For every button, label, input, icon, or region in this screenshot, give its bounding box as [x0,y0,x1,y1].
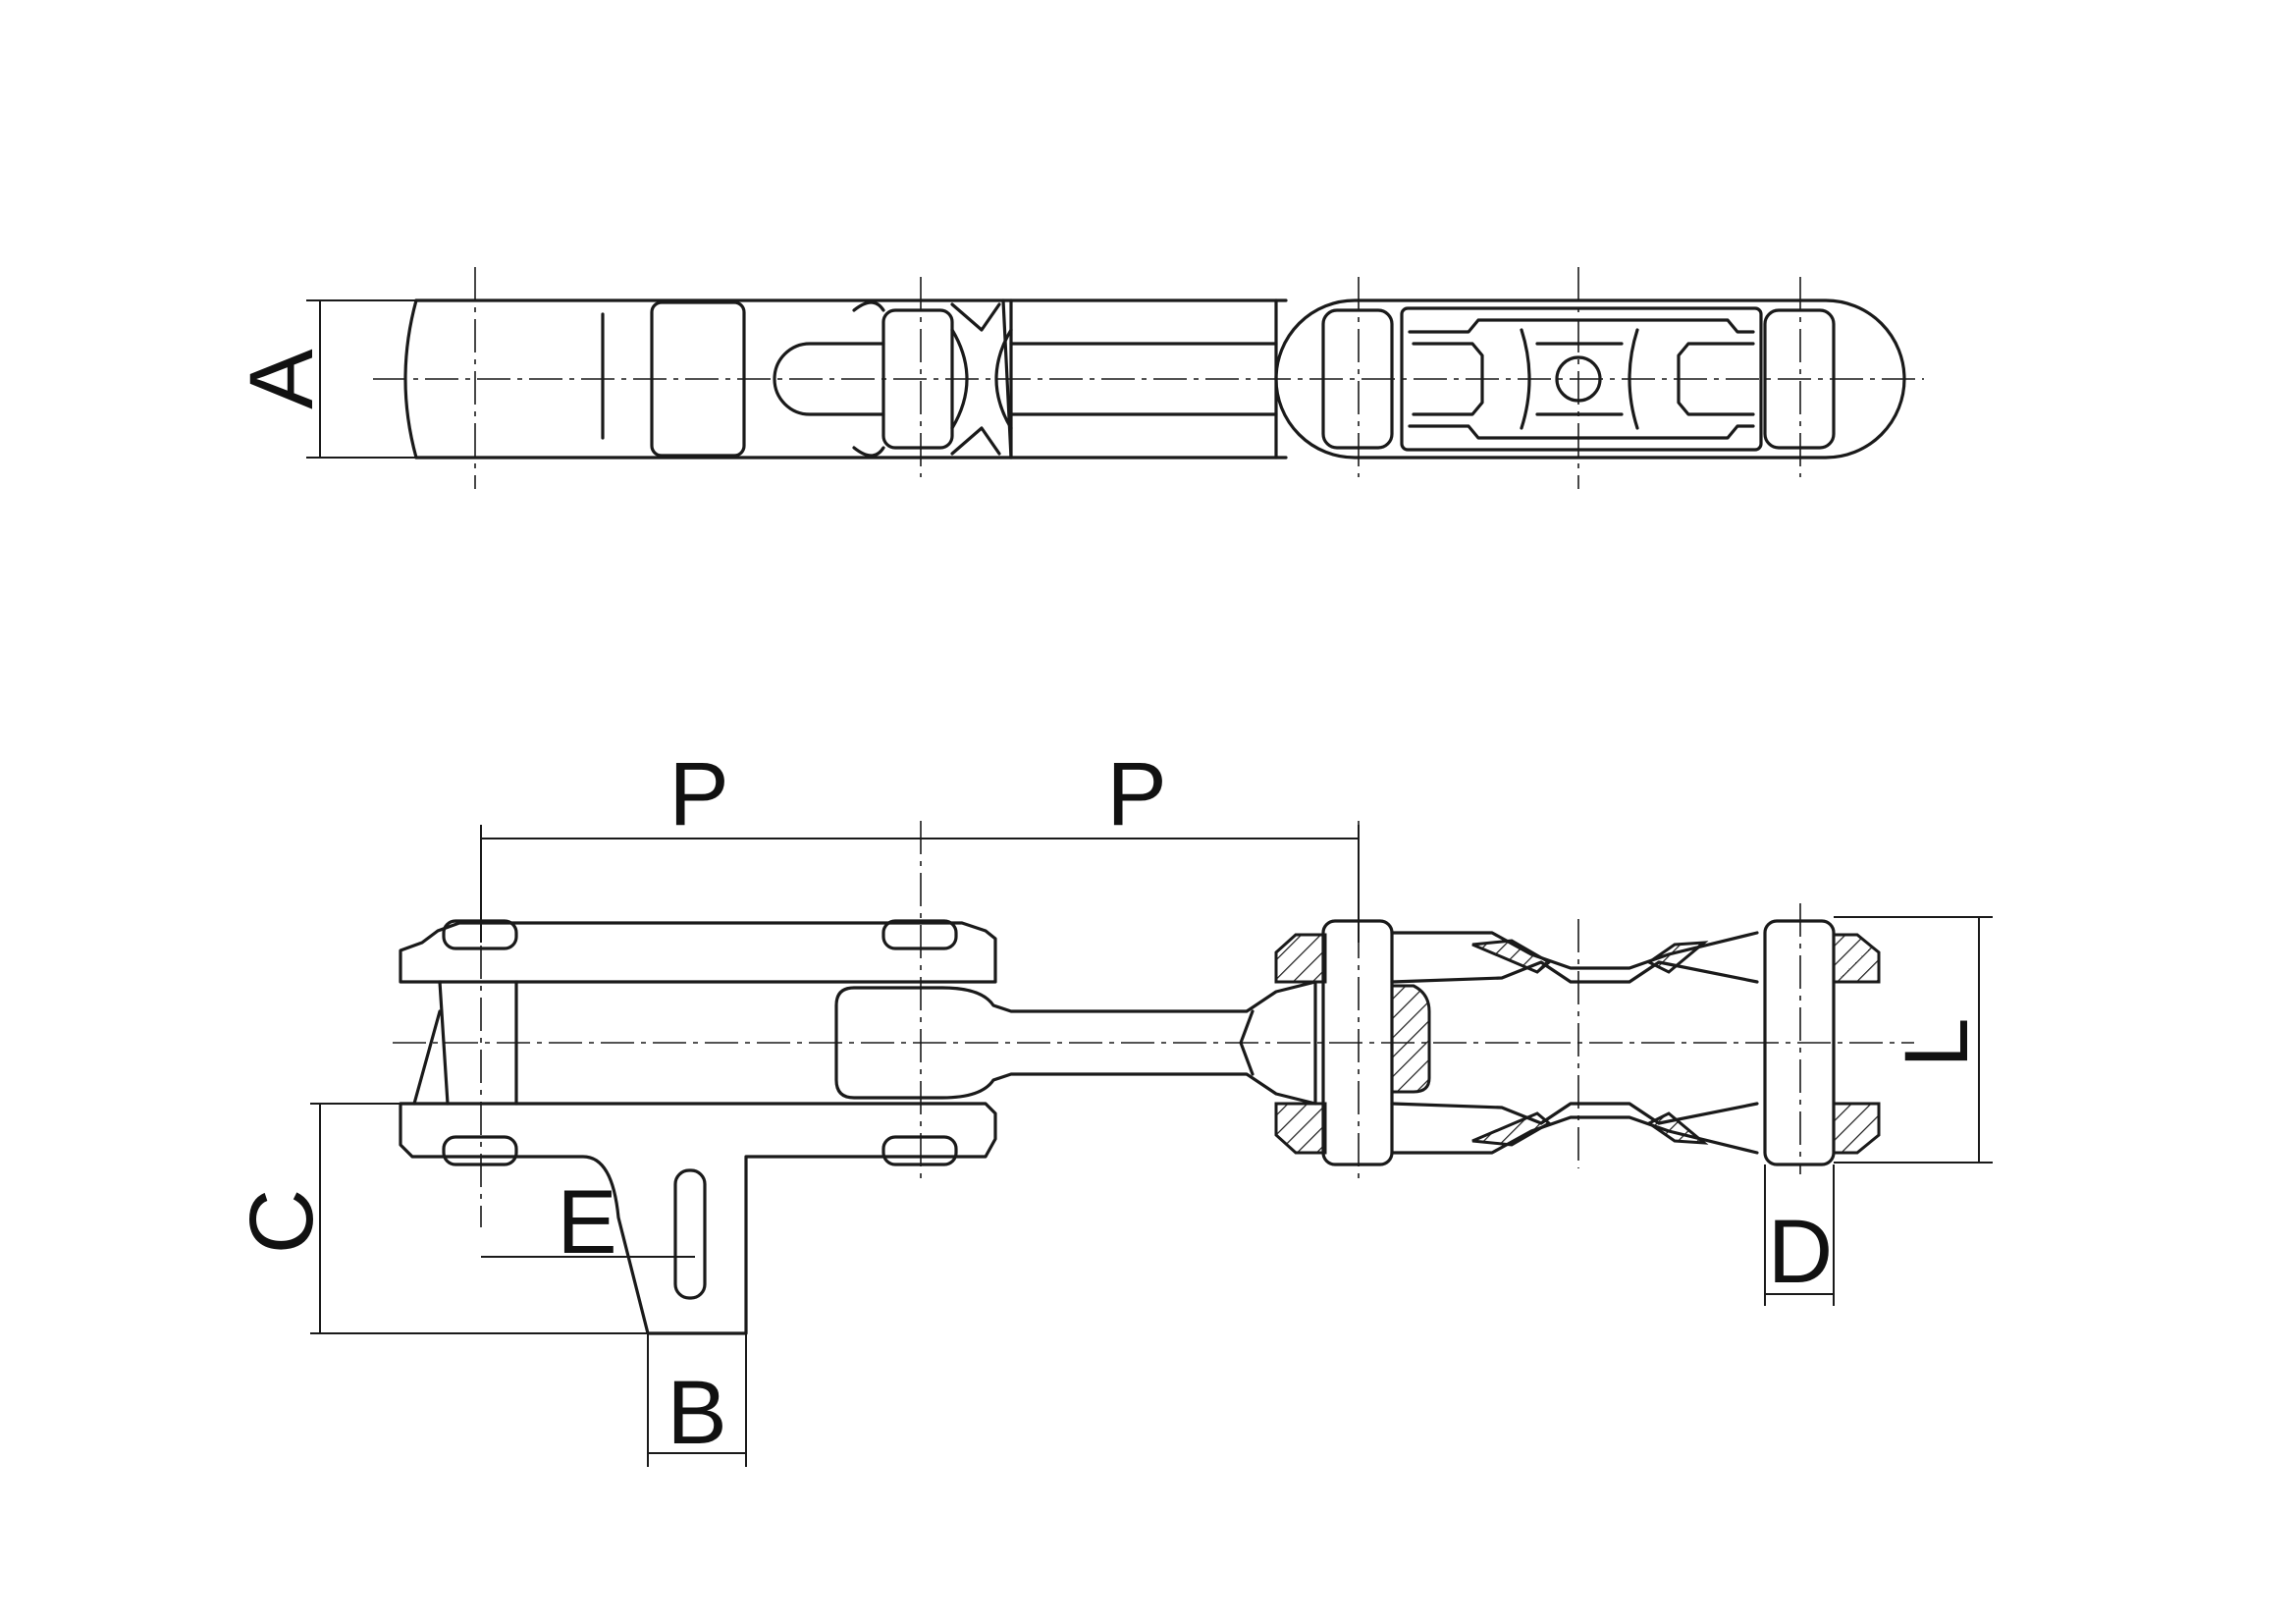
dimension-p-label-1: P [668,744,728,844]
dimension-e-label: E [557,1172,616,1272]
top-view: A [232,267,1924,489]
forged-link [834,980,1317,1106]
dimension-p-label-2: P [1106,744,1166,844]
top-view-side-link [1274,298,1906,460]
dimension-a-label: A [232,349,332,409]
side-view: P P L C E D B [232,744,1993,1467]
sectioned-link [1274,919,1881,1166]
top-view-end-link [403,298,1288,460]
dimension-b-label: B [667,1363,726,1463]
top-view-forged-head [773,298,1013,460]
dimension-c-label: C [232,1189,332,1254]
attachment-link [399,919,997,1335]
dimension-l-label: L [1887,1017,1987,1067]
dimension-d-label: D [1768,1202,1833,1302]
